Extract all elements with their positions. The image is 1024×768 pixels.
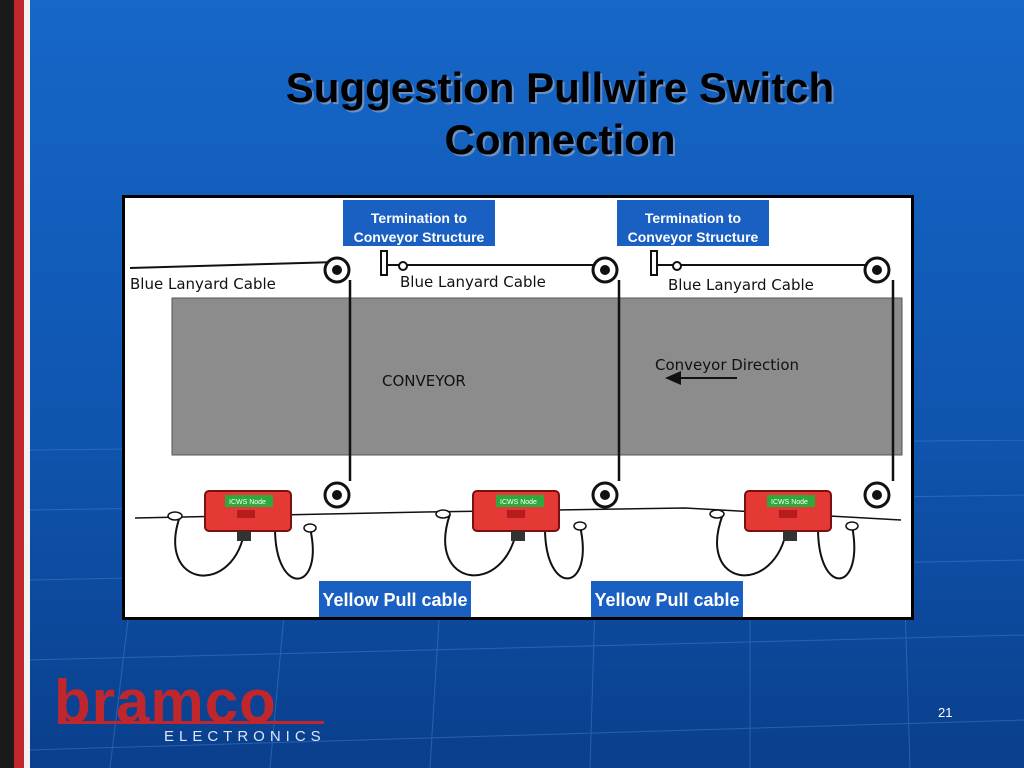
conveyor-label: CONVEYOR bbox=[382, 372, 466, 390]
node-label-3: ICWS Node bbox=[771, 499, 808, 506]
termination-ring-1 bbox=[398, 261, 408, 271]
diagram-drawing: Blue Lanyard Cable Blue Lanyard Cable Bl… bbox=[129, 250, 903, 580]
pulley-bottom-3 bbox=[863, 481, 891, 509]
pulley-top-2 bbox=[591, 256, 619, 284]
direction-label: Conveyor Direction bbox=[655, 356, 799, 374]
termination-post-1 bbox=[380, 250, 388, 276]
slide-title: Suggestion Pullwire Switch Connection bbox=[150, 62, 970, 166]
cable-loop-2a bbox=[444, 513, 518, 577]
bramco-logo: bramco ELECTRONICS bbox=[54, 672, 334, 752]
yellow-pull-callout-1: Yellow Pull cable bbox=[319, 581, 471, 617]
slide-title-line-1: Suggestion Pullwire Switch bbox=[285, 64, 835, 111]
pullwire-diagram: Blue Lanyard Cable Blue Lanyard Cable Bl… bbox=[122, 195, 914, 620]
direction-arrow-icon bbox=[665, 371, 737, 385]
cable-loop-3b bbox=[817, 525, 856, 580]
pulley-bottom-2 bbox=[591, 481, 619, 509]
termination-callout-1: Termination to Conveyor Structure bbox=[343, 200, 495, 246]
page-number: 21 bbox=[938, 705, 953, 720]
cable-loop-2b bbox=[544, 525, 584, 580]
slide-title-line-2: Connection bbox=[444, 116, 676, 163]
termination-callout-2: Termination to Conveyor Structure bbox=[617, 200, 769, 246]
conveyor-body bbox=[171, 297, 903, 456]
left-dark-stripe bbox=[0, 0, 14, 768]
left-white-stripe bbox=[24, 0, 30, 768]
termination-ring-2 bbox=[672, 261, 682, 271]
logo-subtitle: ELECTRONICS bbox=[164, 728, 326, 745]
yellow-pull-callout-2: Yellow Pull cable bbox=[591, 581, 743, 617]
termination-post-2 bbox=[650, 250, 658, 276]
switch-node-1 bbox=[204, 490, 292, 541]
cable-clips bbox=[167, 509, 859, 533]
pulley-top-3 bbox=[863, 256, 891, 284]
cable-loop-1a bbox=[174, 515, 246, 577]
node-label-1: ICWS Node bbox=[229, 499, 266, 506]
switch-node-3 bbox=[744, 490, 832, 541]
lanyard-label-1: Blue Lanyard Cable bbox=[130, 275, 276, 293]
lanyard-label-2: Blue Lanyard Cable bbox=[400, 273, 546, 291]
left-red-stripe bbox=[14, 0, 24, 768]
cable-loop-1b bbox=[274, 527, 314, 580]
node-label-2: ICWS Node bbox=[500, 499, 537, 506]
logo-underline bbox=[58, 721, 324, 724]
pulley-top-1 bbox=[323, 256, 351, 284]
lanyard-label-3: Blue Lanyard Cable bbox=[668, 276, 814, 294]
pulley-bottom-1 bbox=[323, 481, 351, 509]
lanyard-cable-1 bbox=[129, 261, 338, 269]
cable-loop-3a bbox=[716, 513, 788, 577]
switch-node-2 bbox=[472, 490, 560, 541]
